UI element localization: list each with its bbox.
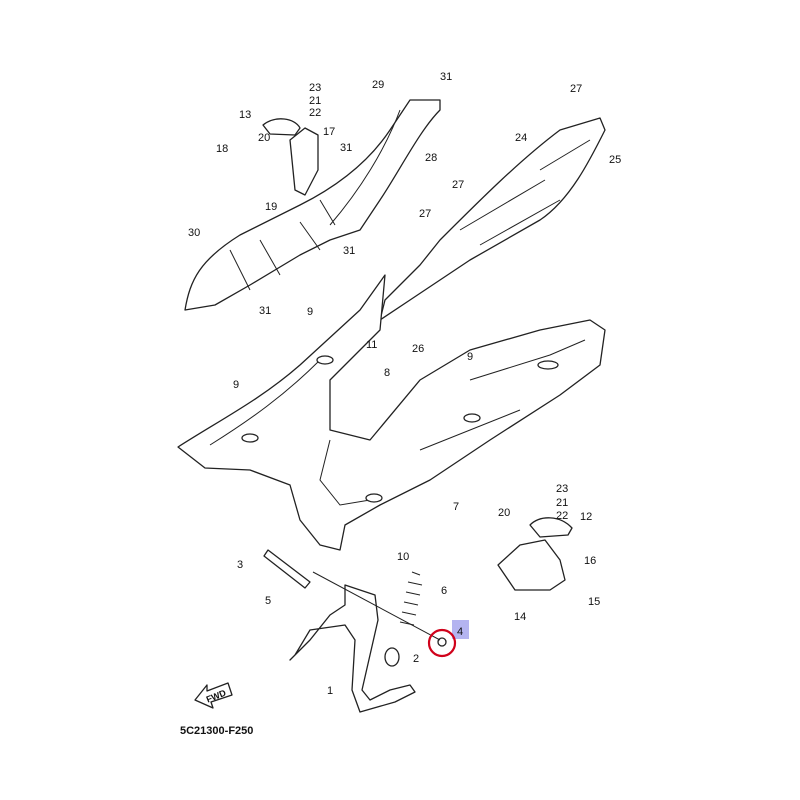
part-label: 28 — [425, 152, 437, 164]
part-label: 11 — [366, 339, 377, 351]
part-label: 4 — [457, 626, 463, 638]
part-label: 8 — [384, 367, 390, 379]
leader-line — [312, 571, 441, 641]
part-label: 22 — [309, 107, 321, 119]
part-label: 31 — [340, 142, 352, 154]
part-label: 26 — [412, 343, 424, 355]
side-cover-left — [184, 99, 441, 311]
diagram-code: 5C21300-F250 — [180, 725, 253, 737]
part-labels: 23 21 22 13 20 17 18 31 28 29 31 27 24 2… — [188, 71, 621, 697]
pivot-shaft-3 — [263, 549, 311, 589]
grommet — [537, 360, 559, 370]
part-label: 27 — [570, 83, 582, 95]
stopper-2 — [384, 647, 400, 667]
side-cover-right — [379, 117, 606, 321]
part-label: 24 — [515, 132, 527, 144]
part-label: 1 — [327, 685, 333, 697]
grommet — [463, 413, 481, 423]
footrest-12 — [529, 517, 573, 538]
part-label: 20 — [258, 132, 270, 144]
part-label: 23 — [556, 483, 568, 495]
part-label: 3 — [237, 559, 243, 571]
highlight-box — [452, 620, 469, 639]
part-label: 17 — [323, 126, 335, 138]
part-label: 29 — [372, 79, 384, 91]
spring-6 — [399, 571, 423, 626]
grommet — [316, 355, 334, 365]
part-label: 21 — [556, 497, 568, 509]
side-cover-detail — [459, 139, 591, 246]
grommet — [365, 493, 383, 503]
side-cover-detail — [229, 109, 401, 291]
bracket-14 — [497, 539, 566, 591]
part-label: 10 — [397, 551, 409, 563]
part-label: 12 — [580, 511, 592, 523]
part-label: 20 — [498, 507, 510, 519]
part-label: 14 — [514, 611, 526, 623]
highlight-ring — [427, 628, 457, 658]
part-label: 13 — [239, 109, 251, 121]
fwd-arrow: FWD — [194, 682, 233, 709]
part-label: 31 — [440, 71, 452, 83]
footboard — [177, 274, 606, 551]
part-label: 23 — [309, 82, 321, 94]
part-label: 31 — [259, 305, 271, 317]
part-label: 19 — [265, 201, 277, 213]
part-label: 9 — [467, 351, 473, 363]
main-stand — [289, 584, 416, 713]
part-label: 2 — [413, 653, 419, 665]
part-label: 9 — [233, 379, 239, 391]
part-label: 16 — [584, 555, 596, 567]
part-label: 31 — [343, 245, 355, 257]
part-label: 22 — [556, 510, 568, 522]
part-label: 9 — [307, 306, 313, 318]
footboard-inner — [209, 339, 586, 506]
part-label: 27 — [419, 208, 431, 220]
part-label: 15 — [588, 596, 600, 608]
part-label: 30 — [188, 227, 200, 239]
footrest-13 — [262, 118, 301, 136]
part-label: 5 — [265, 595, 271, 607]
bracket-17 — [289, 127, 319, 196]
part-label: 25 — [609, 154, 621, 166]
part-label: 18 — [216, 143, 228, 155]
part-label: 6 — [441, 585, 447, 597]
part-label: 27 — [452, 179, 464, 191]
grommet — [241, 433, 259, 443]
part-label: 21 — [309, 95, 321, 107]
part-label: 7 — [453, 501, 459, 513]
